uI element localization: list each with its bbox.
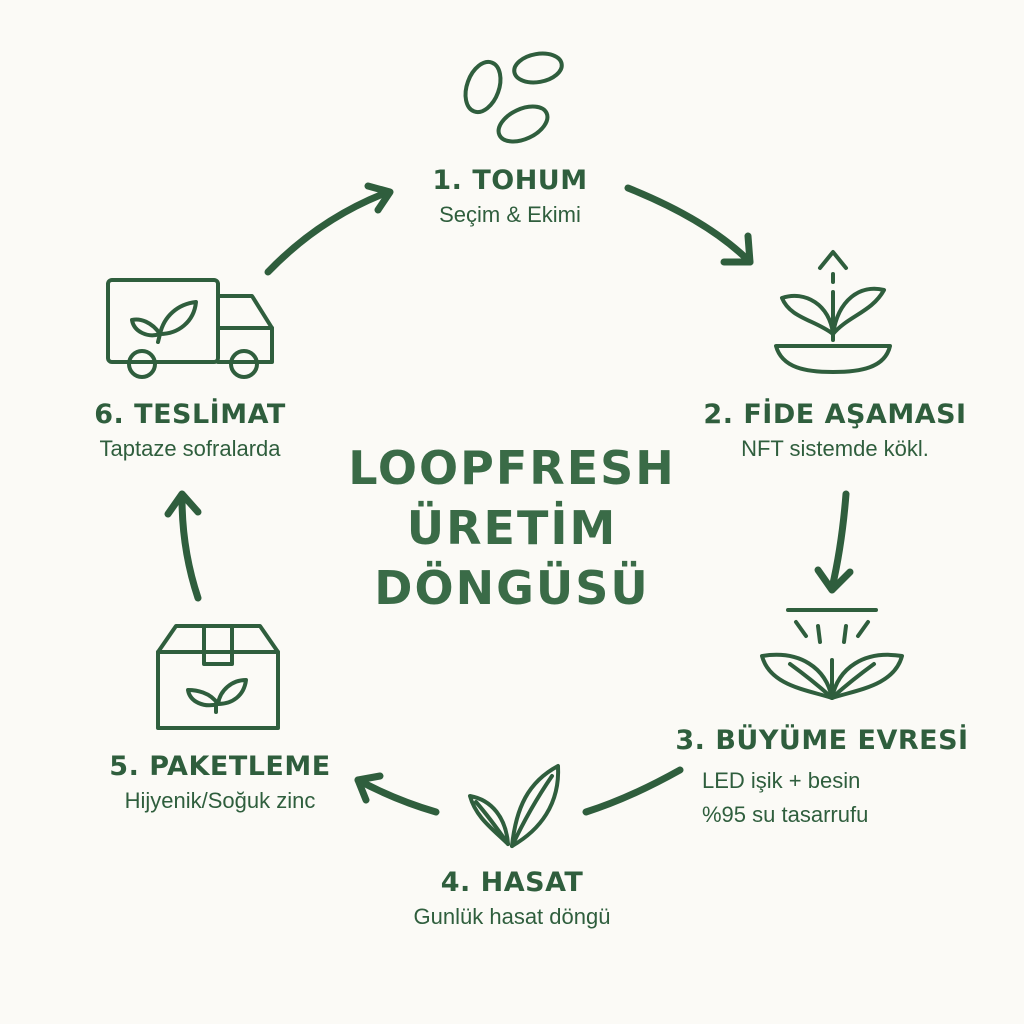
arrow-delivery-to-seed (264, 182, 394, 276)
step-seedling-subtitle: NFT sistemde kökl. (741, 436, 929, 461)
step-seedling: 2. FİDE AŞAMASI NFT sistemde kökl. (680, 398, 990, 466)
grow-light-plant-icon (760, 608, 904, 700)
arrow-harvest-to-packaging (354, 772, 440, 816)
step-growth-subtitle-2: %95 su tasarrufu (702, 802, 869, 827)
step-harvest-subtitle: Gunlük hasat döngü (413, 904, 611, 929)
step-delivery: 6. TESLİMAT Taptaze sofralarda (70, 398, 310, 466)
step-packaging: 5. PAKETLEME Hijyenik/Soğuk zinc (90, 750, 350, 818)
seeds-icon (463, 51, 564, 144)
step-growth-title: 3. BÜYÜME EVRESİ (675, 725, 969, 756)
step-packaging-title: 5. PAKETLEME (109, 751, 331, 782)
step-harvest-title: 4. HASAT (440, 867, 584, 898)
step-delivery-subtitle: Taptaze sofralarda (99, 436, 281, 461)
step-growth-details: LED işik + besin %95 su tasarrufu (702, 764, 922, 832)
arrow-growth-to-harvest (582, 766, 684, 816)
center-title-line-3: DÖNGÜSÜ (374, 561, 650, 615)
step-seed-subtitle: Seçim & Ekimi (439, 202, 581, 227)
arrow-seedling-to-growth (814, 490, 854, 594)
center-title-line-1: LOOPFRESH (348, 441, 676, 495)
delivery-truck-icon (106, 278, 274, 379)
center-title-line-2: ÜRETİM (406, 501, 618, 555)
step-harvest: 4. HASAT Gunlük hasat döngü (372, 866, 652, 934)
step-seed: 1. TOHUM Seçim & Ekimi (410, 164, 610, 232)
step-growth: 3. BÜYÜME EVRESİ (672, 724, 972, 758)
step-seedling-title: 2. FİDE AŞAMASI (703, 399, 967, 430)
step-delivery-title: 6. TESLİMAT (94, 399, 286, 430)
seedling-tray-icon (774, 250, 892, 374)
step-packaging-subtitle: Hijyenik/Soğuk zinc (124, 788, 316, 813)
leaf-sprout-icon (468, 764, 561, 848)
center-title: LOOPFRESH ÜRETİM DÖNGÜSÜ (312, 438, 712, 618)
package-box-icon (156, 624, 280, 730)
arrow-seed-to-seedling (624, 184, 754, 266)
step-growth-subtitle-1: LED işik + besin (702, 768, 861, 793)
step-seed-title: 1. TOHUM (432, 165, 588, 196)
arrow-packaging-to-delivery (164, 490, 202, 602)
